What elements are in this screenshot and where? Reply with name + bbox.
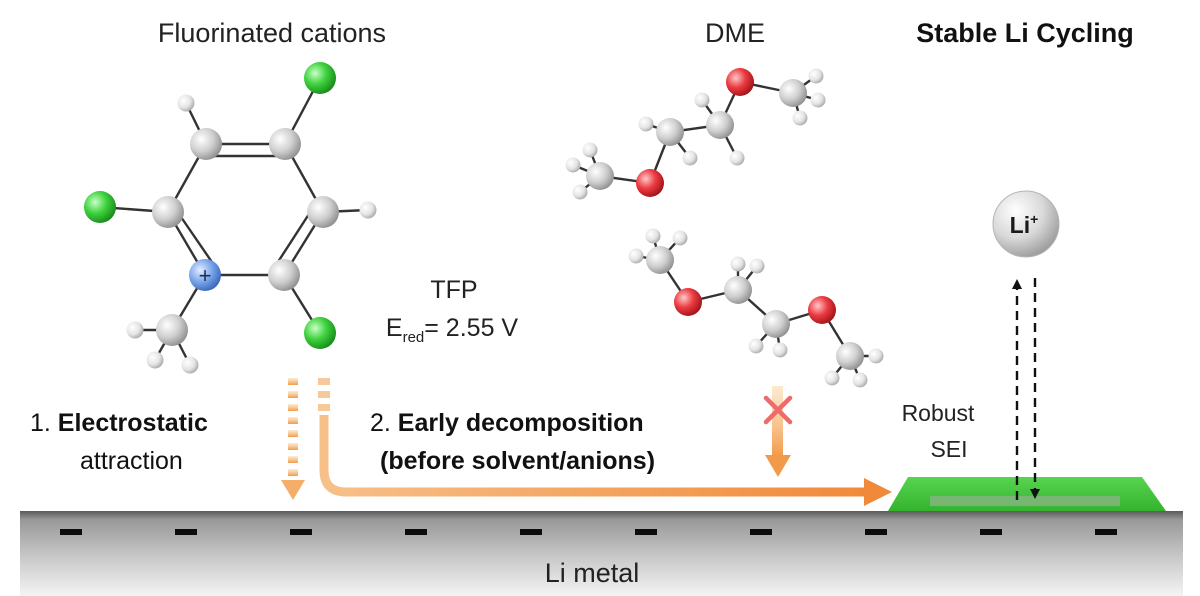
li-ion: Li+ <box>992 190 1060 258</box>
carbon-atom <box>836 342 864 370</box>
carbon-atom <box>646 246 674 274</box>
hydrogen-atom <box>672 230 688 246</box>
carbon-atom <box>268 259 300 291</box>
step1-subtitle: attraction <box>80 447 183 475</box>
carbon-atom <box>724 276 752 304</box>
oxygen-atom <box>808 296 836 324</box>
hydrogen-atom <box>645 228 661 244</box>
hydrogen-atom <box>868 348 884 364</box>
carbon-atom <box>152 196 184 228</box>
oxygen-atom <box>636 169 664 197</box>
hydrogen-atom <box>729 150 745 166</box>
tfp-reduction-potential: Ered= 2.55 V <box>386 314 519 346</box>
blocked-x-icon <box>763 395 793 425</box>
hydrogen-atom <box>572 184 588 200</box>
negative-charge-mark <box>175 529 197 535</box>
electrode-charge-marks <box>60 529 1117 535</box>
hydrogen-atom <box>146 351 164 369</box>
step2-subtitle: (before solvent/anions) <box>380 447 655 475</box>
oxygen-atom <box>726 68 754 96</box>
hydrogen-atom <box>565 157 581 173</box>
negative-charge-mark <box>980 529 1002 535</box>
hydrogen-atom <box>126 321 144 339</box>
oxygen-atom <box>674 288 702 316</box>
hydrogen-atom <box>852 372 868 388</box>
fluorine-atom <box>304 317 336 349</box>
li-metal-electrode <box>20 511 1183 596</box>
dme-top-atoms <box>565 68 826 200</box>
blocked-dme-arrow <box>765 386 791 477</box>
carbon-atom <box>156 314 188 346</box>
li-ion-label: Li+ <box>1010 211 1039 238</box>
negative-charge-mark <box>290 529 312 535</box>
fluorine-atom <box>84 191 116 223</box>
hydrogen-atom <box>810 92 826 108</box>
step2-title: 2. Early decomposition <box>370 409 644 437</box>
carbon-atom <box>656 118 684 146</box>
nitrogen-atom <box>189 259 221 291</box>
hydrogen-atom <box>694 92 710 108</box>
negative-charge-mark <box>60 529 82 535</box>
sei-label-line1: Robust <box>902 400 975 426</box>
hydrogen-atom <box>628 248 644 264</box>
carbon-atom <box>269 128 301 160</box>
carbon-atom <box>762 310 790 338</box>
negative-charge-mark <box>865 529 887 535</box>
negative-charge-mark <box>520 529 542 535</box>
carbon-atom <box>779 79 807 107</box>
hydrogen-atom <box>177 94 195 112</box>
hydrogen-atom <box>582 142 598 158</box>
title-stable-li-cycling: Stable Li Cycling <box>916 18 1134 48</box>
hydrogen-atom <box>359 201 377 219</box>
hydrogen-atom <box>181 356 199 374</box>
negative-charge-mark <box>750 529 772 535</box>
fluorine-atom <box>304 62 336 94</box>
title-dme: DME <box>705 18 765 48</box>
sei-layer <box>888 477 1166 511</box>
hydrogen-atom <box>808 68 824 84</box>
negative-charge-mark <box>1095 529 1117 535</box>
title-fluorinated-cations: Fluorinated cations <box>158 18 386 48</box>
hydrogen-atom <box>638 116 654 132</box>
dme-bottom-atoms <box>628 228 884 388</box>
electrode-label: Li metal <box>545 558 640 588</box>
tfp-label: TFP <box>430 276 477 304</box>
sei-label-line2: SEI <box>930 436 967 462</box>
hydrogen-atom <box>824 370 840 386</box>
negative-charge-mark <box>405 529 427 535</box>
li-cycling-arrows <box>1012 278 1040 500</box>
cation-charge-sign: + <box>199 263 212 288</box>
carbon-atom <box>586 162 614 190</box>
hydrogen-atom <box>730 256 746 272</box>
hydrogen-atom <box>749 258 765 274</box>
tfp-atoms: + <box>84 62 377 374</box>
carbon-atom <box>190 128 222 160</box>
carbon-atom <box>307 196 339 228</box>
carbon-atom <box>706 111 734 139</box>
hydrogen-atom <box>682 150 698 166</box>
early-decomposition-arrow <box>318 378 892 506</box>
hydrogen-atom <box>772 342 788 358</box>
negative-charge-mark <box>635 529 657 535</box>
hydrogen-atom <box>748 338 764 354</box>
step1-title: 1. Electrostatic <box>30 409 208 437</box>
hydrogen-atom <box>792 110 808 126</box>
electrostatic-attraction-arrow <box>281 378 305 500</box>
